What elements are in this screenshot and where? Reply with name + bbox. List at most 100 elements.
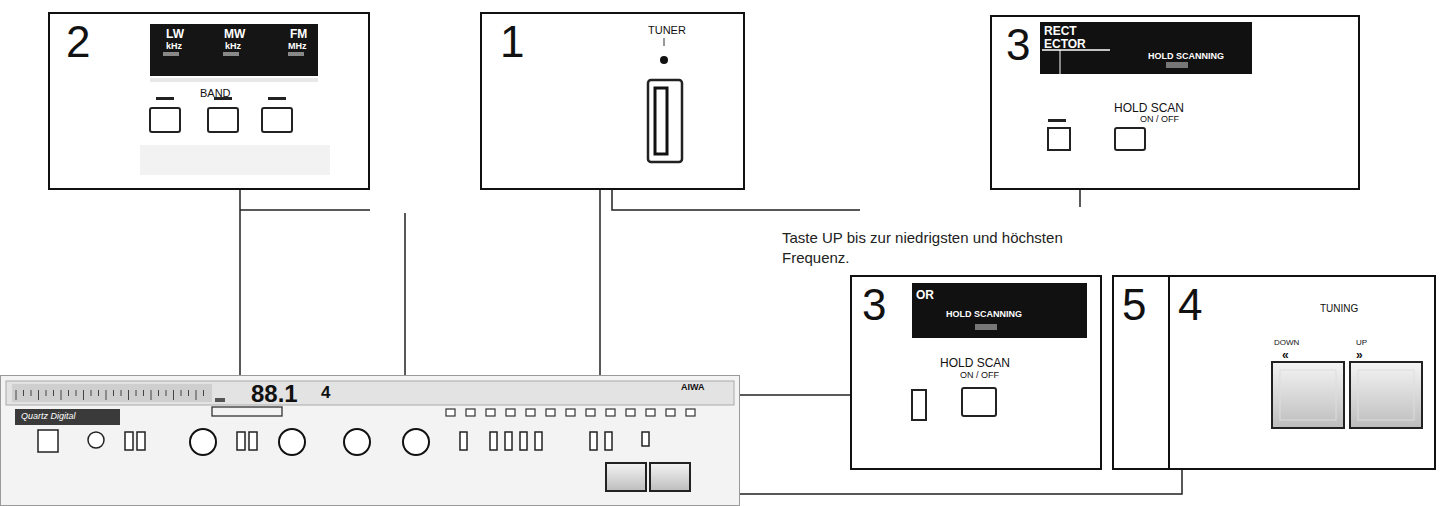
receiver-front [121, 390, 122, 396]
receiver-front [83, 390, 84, 400]
band-label: MW [224, 28, 245, 41]
receiver-front [566, 409, 575, 416]
receiver-front [1, 376, 739, 505]
receiver-front [215, 398, 225, 402]
receiver-front [686, 409, 695, 416]
band-display [208, 108, 238, 132]
receiver-front [460, 432, 467, 450]
band-display [150, 108, 292, 132]
unit-label: MHz [288, 42, 307, 52]
receiver-front [188, 390, 189, 396]
callout-panel: 1TUNER [480, 12, 745, 190]
display-label: RECT [1044, 25, 1077, 38]
receiver-front [12, 384, 212, 402]
leader-line [240, 209, 370, 211]
receiver-front [61, 390, 62, 400]
button-label: TUNING [1320, 303, 1358, 314]
receiver-front [505, 432, 512, 450]
button-label: ON / OFF [1140, 115, 1179, 125]
button-label: BAND [200, 87, 231, 99]
receiver-front [1, 376, 739, 505]
hold-scan-display [1060, 50, 1061, 74]
button-label: ON / OFF [960, 371, 999, 381]
receiver-front [212, 407, 282, 416]
leader-line [239, 190, 241, 375]
receiver-front [76, 390, 77, 396]
hold-scan-display [962, 388, 996, 416]
tuning-buttons [1272, 362, 1422, 428]
band-display [140, 24, 330, 175]
receiver-front [446, 409, 455, 416]
hold-scan-display [1040, 22, 1252, 74]
brand-name: AIWA [681, 383, 705, 393]
receiver-front [466, 409, 475, 416]
receiver-front [526, 409, 535, 416]
hold-scan-display [912, 390, 926, 420]
tuning-buttons [1272, 362, 1344, 428]
band-label: FM [290, 28, 307, 41]
hold-scan-display [1166, 62, 1188, 68]
receiver-front [196, 390, 197, 400]
receiver-front [212, 407, 282, 416]
receiver-front [344, 429, 370, 455]
receiver-front [535, 432, 542, 450]
receiver-front [16, 390, 204, 400]
tuning-buttons [1280, 370, 1336, 420]
receiver-front [446, 409, 695, 416]
band-display [156, 97, 174, 100]
band-display [150, 108, 180, 132]
band-display [163, 52, 179, 56]
receiver-front [605, 432, 612, 450]
receiver-front [586, 409, 595, 416]
receiver-front [16, 390, 17, 400]
button-label: HOLD SCAN [940, 357, 1010, 370]
display-label: OR [916, 289, 934, 302]
band-label: LW [166, 28, 184, 41]
band-display [140, 145, 330, 175]
receiver-front [136, 390, 137, 396]
receiver-front [249, 432, 257, 450]
button-label: UP [1356, 339, 1367, 348]
receiver-front [490, 432, 497, 450]
arrow-symbol: » [1356, 349, 1363, 362]
callout-panel: 5 [1112, 275, 1170, 470]
callout-panel: 2LWkHzMWkHzFMMHzBAND [48, 12, 370, 190]
band-display [262, 108, 292, 132]
receiver-front [666, 409, 675, 416]
callout-number: 4 [1178, 281, 1202, 329]
hold-scan-display [1115, 128, 1145, 150]
callout-panel: 3RECTECTORHOLD SCANNINGHOLD SCANON / OFF [990, 15, 1360, 190]
tuner-button [655, 88, 667, 154]
preset-display: 4 [321, 384, 330, 403]
band-display [150, 78, 318, 82]
band-display [268, 97, 286, 100]
receiver-front [106, 390, 107, 400]
receiver-front [546, 409, 555, 416]
callout-number: 3 [1006, 21, 1030, 69]
callout-panel: 4TUNINGDOWN«UP» [1168, 275, 1436, 470]
receiver-front [151, 390, 152, 400]
receiver-front [606, 409, 615, 416]
receiver-front [88, 432, 104, 448]
receiver-front [181, 390, 182, 396]
tuner-button [648, 38, 682, 162]
callout-number: 2 [66, 18, 90, 66]
receiver-front [190, 429, 429, 455]
receiver-front [113, 390, 114, 396]
receiver-front [98, 390, 99, 396]
tuning-buttons [1350, 362, 1422, 428]
receiver-front [650, 463, 690, 491]
hold-scan-display [1040, 22, 1252, 150]
receiver-front [646, 409, 655, 416]
receiver-front [137, 432, 145, 450]
receiver-front [128, 390, 129, 400]
receiver-front [506, 409, 515, 416]
receiver-front [91, 390, 92, 396]
hold-scan-display [1048, 128, 1070, 150]
leader-line [740, 470, 1182, 494]
receiver-front [31, 390, 32, 396]
display-label: ECTOR [1044, 38, 1086, 51]
unit-label: kHz [225, 42, 241, 52]
callout-number: 3 [862, 281, 886, 329]
